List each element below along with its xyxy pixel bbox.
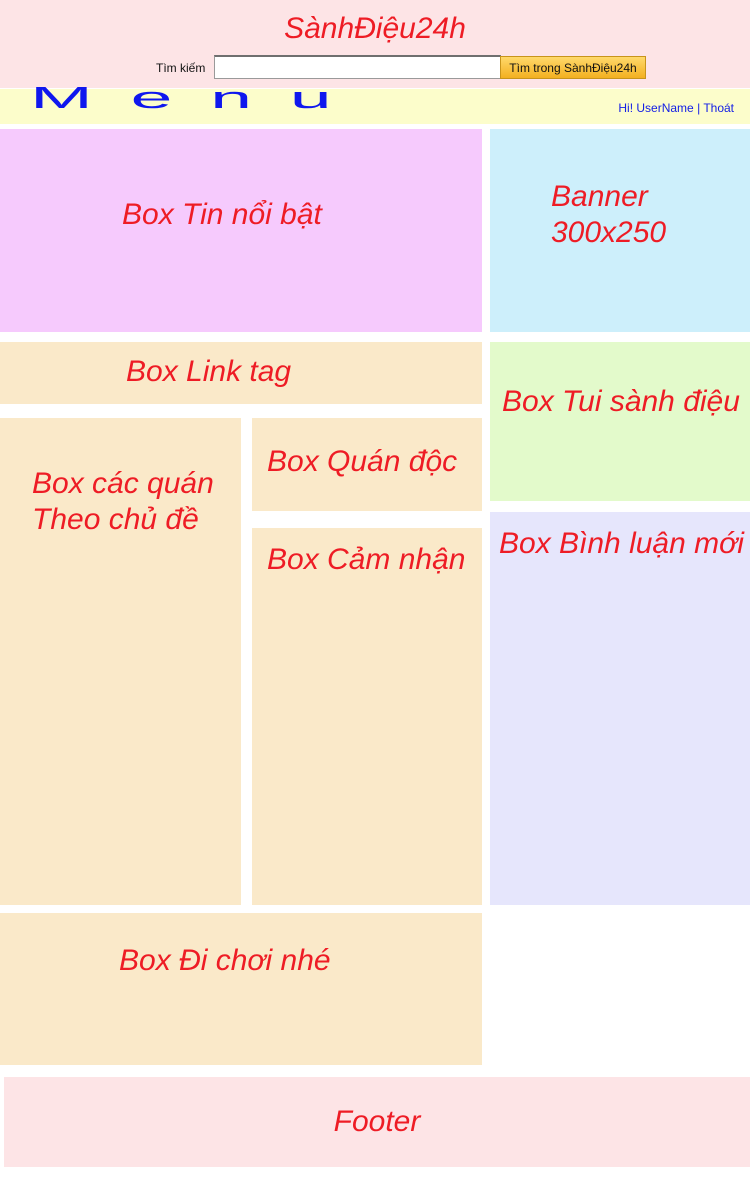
site-title[interactable]: SànhĐiệu24h: [284, 12, 466, 45]
menu-bar: [0, 89, 750, 124]
box-cac-quan-label-line1: Box các quán: [32, 467, 214, 500]
box-cam-nhan-label: Box Cảm nhận: [267, 543, 466, 576]
box-di-choi-nhe-label: Box Đi chơi nhé: [119, 944, 331, 977]
banner-label-line2: 300x250: [551, 216, 667, 249]
footer: Footer: [4, 1077, 750, 1167]
search-label: Tìm kiếm: [156, 61, 206, 75]
box-tin-noi-bat: Box Tin nổi bật: [0, 129, 482, 332]
search-input[interactable]: [214, 55, 501, 79]
box-quan-doc: Box Quán độc: [252, 418, 482, 511]
footer-label: Footer: [333, 1105, 421, 1138]
username-link[interactable]: Hi! UserName: [618, 101, 694, 115]
box-cac-quan: Box các quán Theo chủ đề: [0, 418, 241, 905]
search-button[interactable]: Tìm trong SànhĐiệu24h: [500, 56, 646, 79]
box-binh-luan-moi: Box Bình luận mới: [490, 512, 750, 905]
box-link-tag-label: Box Link tag: [126, 355, 292, 388]
box-di-choi-nhe: Box Đi chơi nhé: [0, 913, 482, 1065]
menu-label[interactable]: Menu: [30, 81, 370, 115]
banner-label-line1: Banner: [551, 180, 648, 213]
banner-box[interactable]: Banner 300x250: [490, 129, 750, 332]
user-area: Hi! UserName | Thoát: [618, 101, 734, 115]
box-quan-doc-label: Box Quán độc: [267, 445, 458, 478]
box-binh-luan-moi-label: Box Bình luận mới: [499, 527, 744, 560]
box-link-tag: Box Link tag: [0, 342, 482, 404]
box-tui-sanh-dieu-label: Box Tui sành điệu: [502, 385, 740, 418]
logout-link[interactable]: Thoát: [703, 101, 734, 115]
box-tui-sanh-dieu: Box Tui sành điệu: [490, 342, 750, 501]
box-cac-quan-label-line2: Theo chủ đề: [32, 503, 199, 536]
user-separator: |: [697, 101, 701, 115]
box-tin-noi-bat-label: Box Tin nổi bật: [122, 198, 322, 231]
box-cam-nhan: Box Cảm nhận: [252, 528, 482, 905]
